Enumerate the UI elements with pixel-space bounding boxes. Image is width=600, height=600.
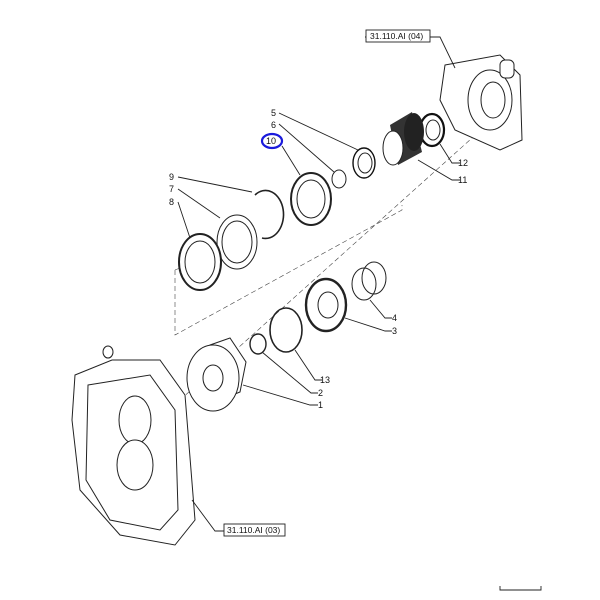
part-1-hub: [186, 337, 247, 412]
ref-label-03[interactable]: 31.110.AI (03): [227, 525, 280, 535]
callout-4[interactable]: 4: [392, 313, 397, 323]
part-2-ring: [249, 333, 267, 355]
part-4-spring: [351, 261, 387, 301]
callout-1[interactable]: 1: [318, 400, 323, 410]
part-9-snap-ring: [254, 189, 285, 240]
callout-5[interactable]: 5: [271, 108, 276, 118]
highlight-circle: [260, 132, 284, 150]
callout-7[interactable]: 7: [169, 184, 174, 194]
ref-label-04[interactable]: 31.110.AI (04): [370, 31, 423, 41]
part-7-plate: [216, 214, 258, 270]
callout-2[interactable]: 2: [318, 388, 323, 398]
part-8-disc: [178, 233, 222, 291]
callout-3[interactable]: 3: [392, 326, 397, 336]
bottom-housing: [71, 345, 196, 546]
part-5-bearing: [352, 147, 376, 179]
top-housing: [439, 54, 523, 151]
scale-bracket: [499, 586, 542, 591]
callout-13[interactable]: 13: [320, 375, 330, 385]
part-11-gear: [382, 112, 424, 166]
callout-6[interactable]: 6: [271, 120, 276, 130]
callout-10[interactable]: 10: [266, 136, 276, 146]
part-3-piston: [304, 277, 348, 333]
callout-11[interactable]: 11: [458, 175, 467, 185]
ref-box-04: [365, 29, 431, 43]
part-10-disc: [290, 172, 332, 226]
part-13-o-ring: [269, 307, 303, 353]
callout-9[interactable]: 9: [169, 172, 174, 182]
ref-box-03: [223, 523, 286, 537]
callout-12[interactable]: 12: [458, 158, 468, 168]
callout-8[interactable]: 8: [169, 197, 174, 207]
part-6-ring: [331, 169, 347, 189]
leader-lines: [177, 36, 460, 532]
